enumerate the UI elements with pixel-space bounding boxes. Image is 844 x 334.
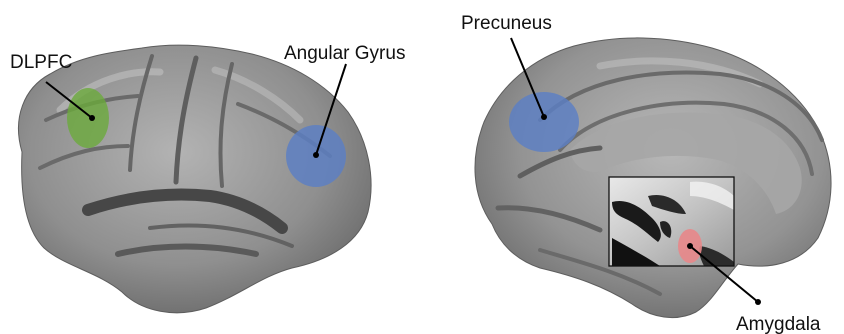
dlpfc-leader-dot [89, 115, 95, 121]
amygdala-leader-dot-end [755, 299, 761, 305]
lateral-brain-view [18, 45, 371, 313]
precuneus-region-marker [509, 92, 579, 152]
precuneus-label: Precuneus [461, 13, 552, 34]
angular-gyrus-leader-dot [313, 152, 319, 158]
amygdala-label: Amygdala [736, 314, 821, 334]
dlpfc-region-marker [67, 88, 109, 148]
precuneus-leader-dot [541, 114, 547, 120]
dlpfc-label: DLPFC [10, 52, 72, 73]
amygdala-leader-dot-start [687, 243, 693, 249]
mri-inset [609, 177, 734, 266]
angular-gyrus-label: Angular Gyrus [284, 43, 405, 64]
